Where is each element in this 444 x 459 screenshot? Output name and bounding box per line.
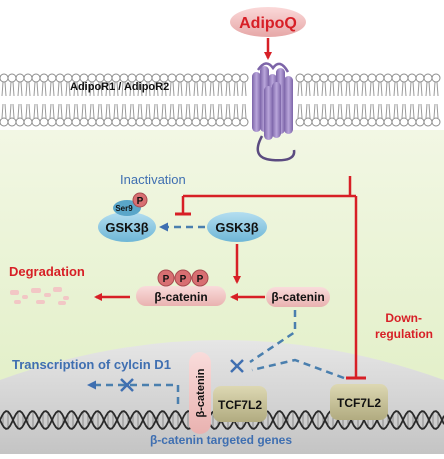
cell-membrane [0,73,441,127]
tcf7l2-bound [213,386,267,422]
phospho-beta-catenin-label: β-catenin [154,290,207,304]
transcription-arrow [87,380,180,404]
blocked-transcription-cross [120,378,134,392]
phospho-label-1: P [163,274,170,285]
degraded-catenin-fragments [10,287,69,305]
adipoq-label: AdipoQ [239,15,297,32]
target-genes-label: β-catenin targeted genes [150,433,292,447]
ser9-label: Ser9 [115,204,133,213]
transcription-label: Transcription of cylcin D1 [12,357,171,372]
ser9-phospho-icon [132,192,148,208]
phospho-icon-2 [174,269,192,287]
phospho-icon-3 [191,269,209,287]
phospho-icon-1 [157,269,175,287]
ser9-phospho-label: P [137,196,144,207]
nuclear-beta-catenin-label: β-catenin [195,368,207,417]
phospho-label-3: P [197,274,204,285]
gsk3b-inactive [98,212,156,242]
adipor-receptor [252,62,296,162]
phospho-label-2: P [180,274,187,285]
gsk3b-active-label: GSK3β [215,220,258,235]
tcf7l2-label: TCF7L2 [337,396,381,410]
extracellular-space [0,0,444,70]
receptor-label: AdipoR1 / AdipoR2 [70,81,169,93]
inactivation-label: Inactivation [120,172,186,187]
adipoq-ligand [230,7,306,37]
tcf7l2-interaction-path [251,358,345,380]
gsk3b-active [207,212,267,242]
tcf7l2-bound-label: TCF7L2 [218,398,262,412]
phospho-beta-catenin [136,286,226,306]
nuclear-beta-catenin [189,352,211,434]
degradation-label: Degradation [9,264,85,279]
beta-catenin-label: β-catenin [271,290,324,304]
blocked-interaction-cross [230,359,244,373]
downregulation-label-line1: Down- [385,311,422,325]
downregulation-label-line2: regulation [375,327,433,341]
tcf7l2 [330,384,388,420]
gsk3b-inactive-label: GSK3β [105,220,148,235]
beta-catenin [266,287,330,307]
